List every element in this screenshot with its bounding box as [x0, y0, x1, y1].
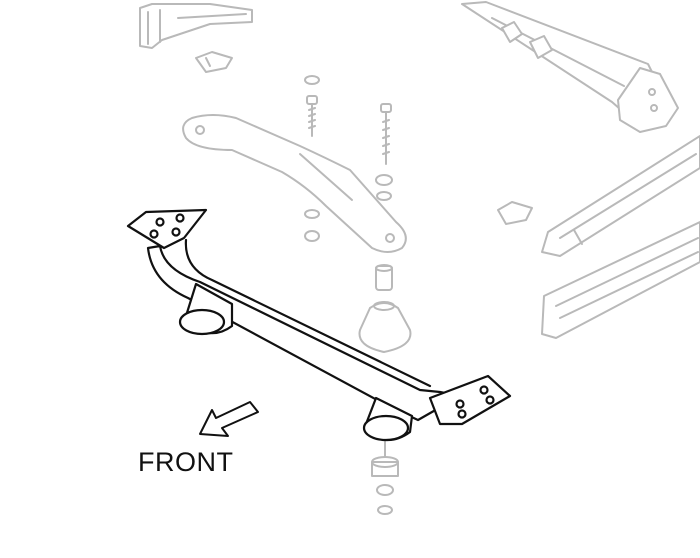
ghost-right-small-clip — [497, 201, 533, 225]
arrow-down-left-icon — [199, 401, 259, 437]
ghost-small-clip — [195, 51, 233, 73]
ghost-spacer — [375, 264, 393, 291]
ghost-top-left-bracket — [139, 3, 253, 49]
ghost-top-right-rail — [461, 1, 679, 133]
ghost-bolt-left — [304, 75, 320, 242]
ghost-right-rail-lower — [541, 221, 700, 339]
ghost-right-rail-upper — [541, 135, 700, 257]
ghost-lower-hardware — [371, 439, 399, 515]
ghost-bolt-right — [375, 103, 393, 201]
cross-member — [126, 208, 512, 442]
ghost-mount-arm — [182, 114, 407, 253]
ghost-rubber-mount — [358, 301, 412, 353]
front-direction-label: FRONT — [138, 447, 234, 477]
